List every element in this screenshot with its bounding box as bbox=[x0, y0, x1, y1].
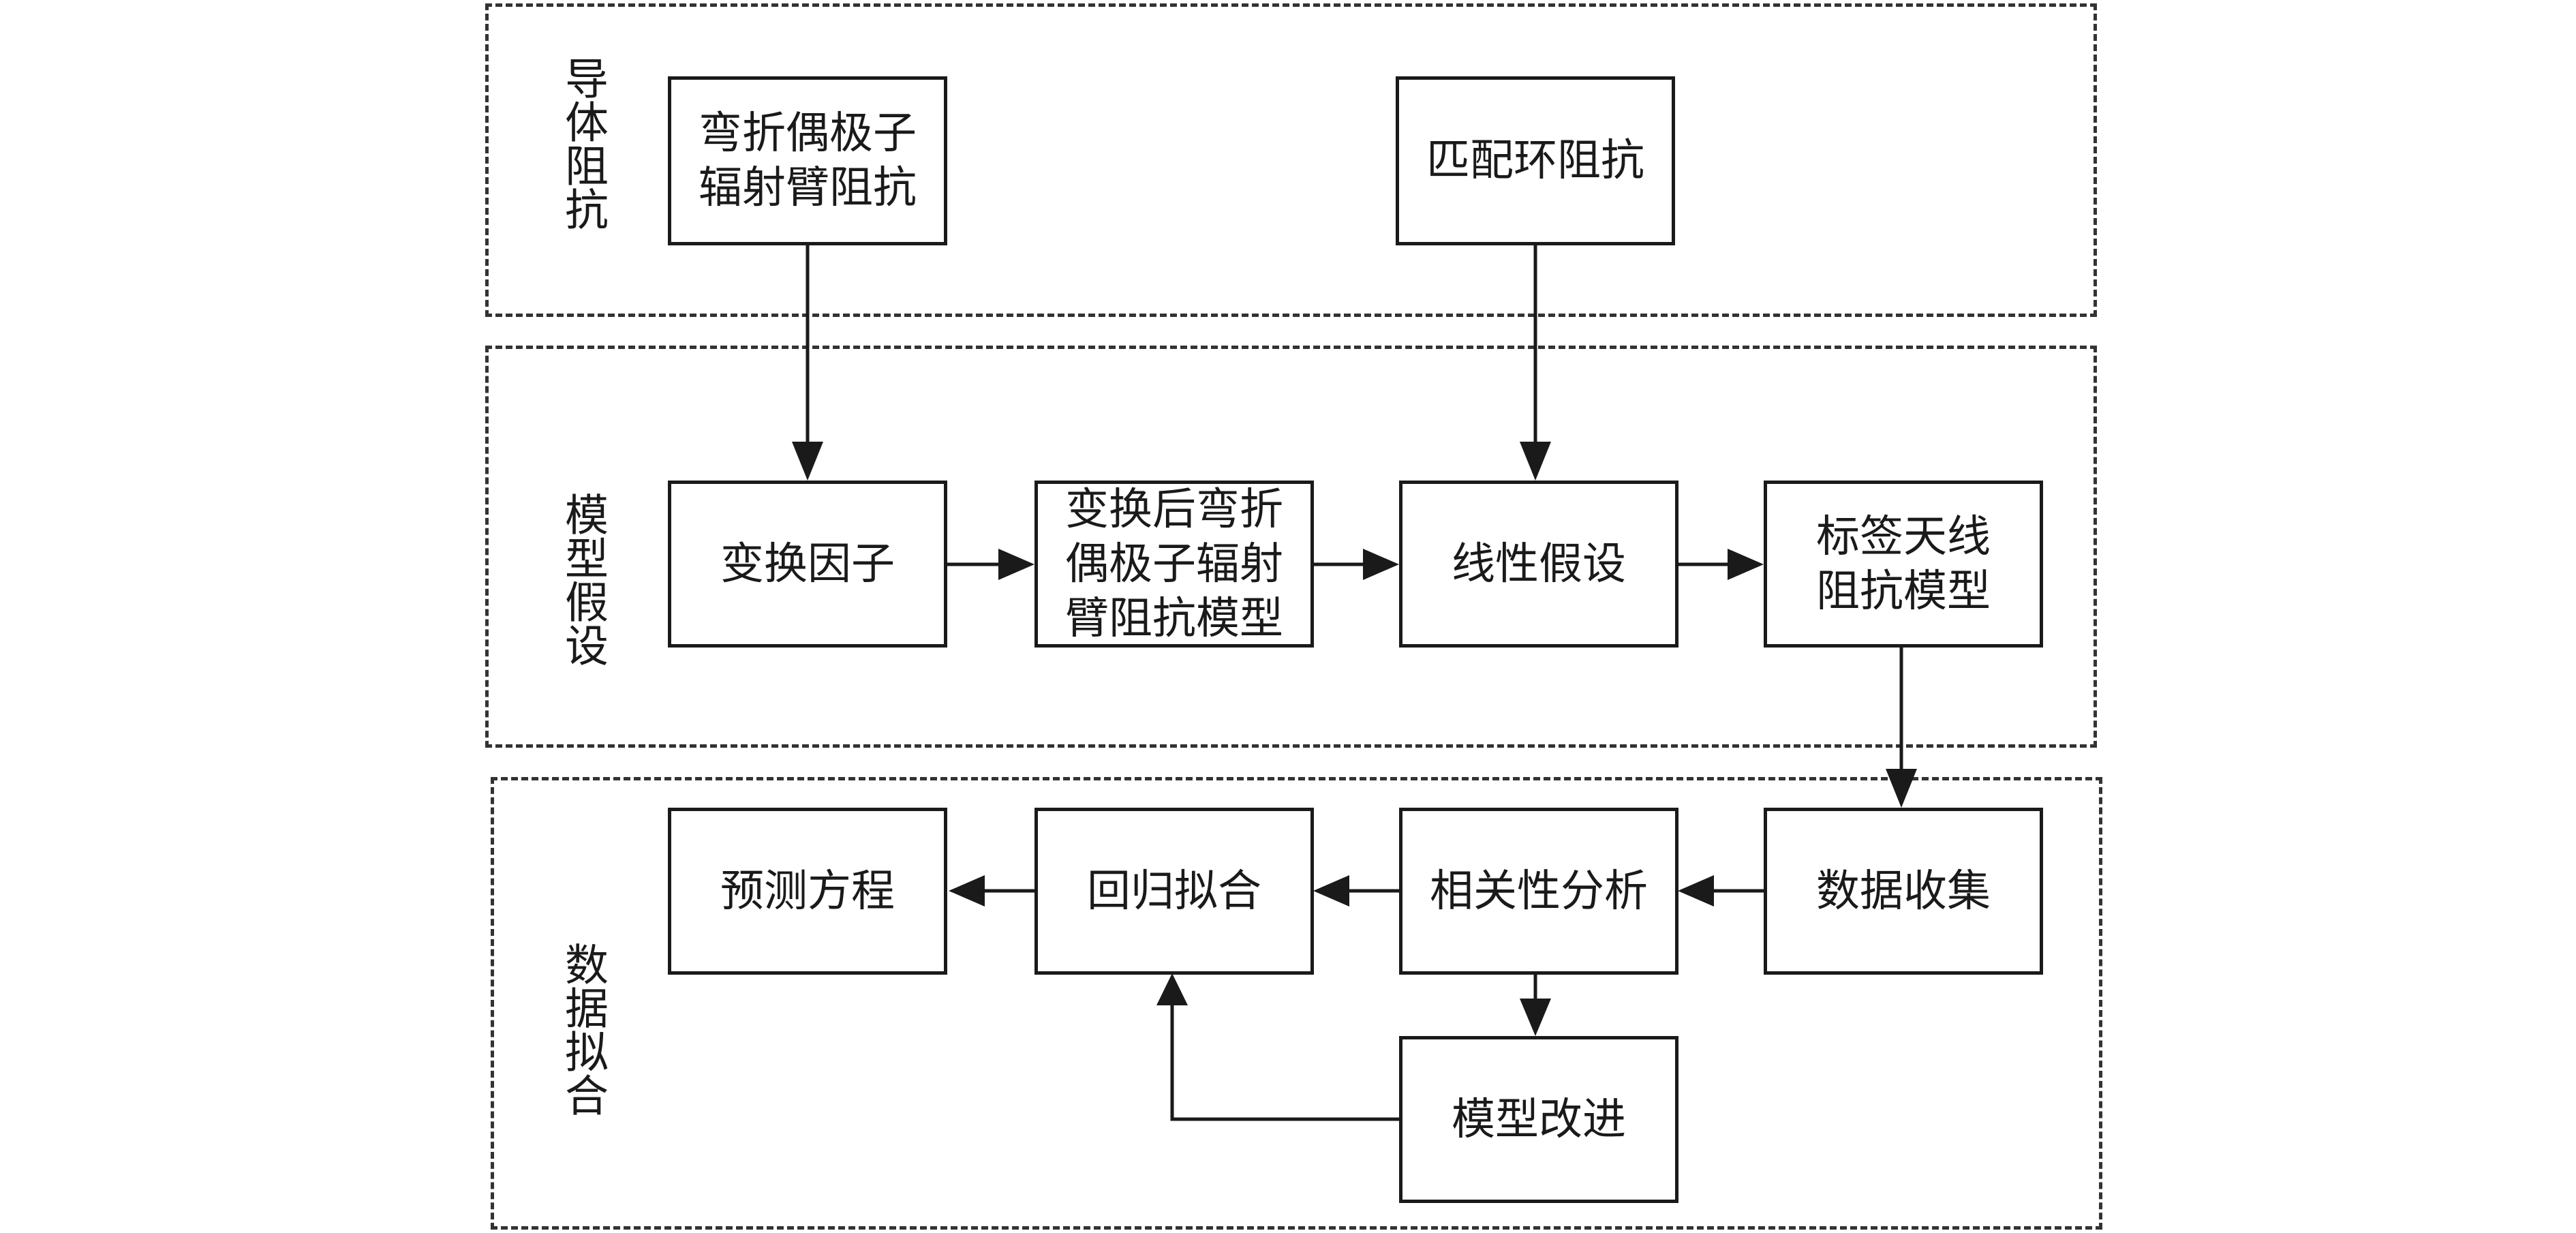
arrowhead-2 bbox=[1520, 442, 1551, 481]
node-label: 变换因子 bbox=[720, 538, 895, 590]
section-label-model-assumption: 模型假设 bbox=[557, 492, 608, 667]
arrowhead-1 bbox=[792, 442, 823, 481]
node-model-improvement: 模型改进 bbox=[1399, 1036, 1678, 1203]
section-label-conductor-impedance: 导体阻抗 bbox=[557, 56, 608, 230]
arrowhead-4 bbox=[1363, 549, 1399, 580]
section-data-fitting bbox=[491, 777, 2102, 1230]
arrowhead-9 bbox=[949, 875, 985, 907]
arrowhead-6 bbox=[1886, 769, 1917, 808]
node-tag-antenna-model: 标签天线 阻抗模型 bbox=[1764, 481, 2043, 648]
node-label: 预测方程 bbox=[720, 866, 895, 917]
node-data-collection: 数据收集 bbox=[1764, 808, 2043, 975]
node-linear-assumption: 线性假设 bbox=[1399, 481, 1678, 648]
node-prediction-equation: 预测方程 bbox=[668, 808, 947, 975]
section-label-data-fitting: 数据拟合 bbox=[557, 942, 608, 1116]
node-label: 相关性分析 bbox=[1430, 866, 1648, 917]
node-label: 匹配环阻抗 bbox=[1426, 136, 1644, 186]
node-label: 数据收集 bbox=[1816, 866, 1991, 917]
node-label: 线性假设 bbox=[1452, 538, 1626, 590]
arrowhead-8 bbox=[1313, 875, 1349, 907]
arrowhead-7 bbox=[1678, 875, 1714, 907]
node-label: 模型改进 bbox=[1452, 1094, 1626, 1145]
node-transform-factor: 变换因子 bbox=[668, 481, 947, 648]
node-bent-dipole-impedance: 弯折偶极子 辐射臂阻抗 bbox=[668, 76, 947, 245]
node-regression-fitting: 回归拟合 bbox=[1034, 808, 1314, 975]
arrowhead-5 bbox=[1728, 549, 1764, 580]
node-correlation-analysis: 相关性分析 bbox=[1399, 808, 1678, 975]
arrowhead-11 bbox=[1156, 973, 1188, 1005]
arrowhead-3 bbox=[998, 549, 1034, 580]
node-label: 标签天线 阻抗模型 bbox=[1816, 511, 1991, 617]
section-conductor-impedance bbox=[485, 3, 2097, 317]
arrow-improvement-to-regression bbox=[1170, 1002, 1399, 1121]
node-label: 弯折偶极子 辐射臂阻抗 bbox=[699, 108, 917, 213]
node-matching-loop-impedance: 匹配环阻抗 bbox=[1396, 76, 1675, 245]
node-label: 回归拟合 bbox=[1087, 866, 1261, 917]
section-model-assumption bbox=[485, 346, 2097, 748]
arrowhead-10 bbox=[1520, 999, 1551, 1036]
node-transformed-model: 变换后弯折 偶极子辐射 臂阻抗模型 bbox=[1034, 481, 1314, 648]
node-label: 变换后弯折 偶极子辐射 臂阻抗模型 bbox=[1065, 484, 1283, 644]
